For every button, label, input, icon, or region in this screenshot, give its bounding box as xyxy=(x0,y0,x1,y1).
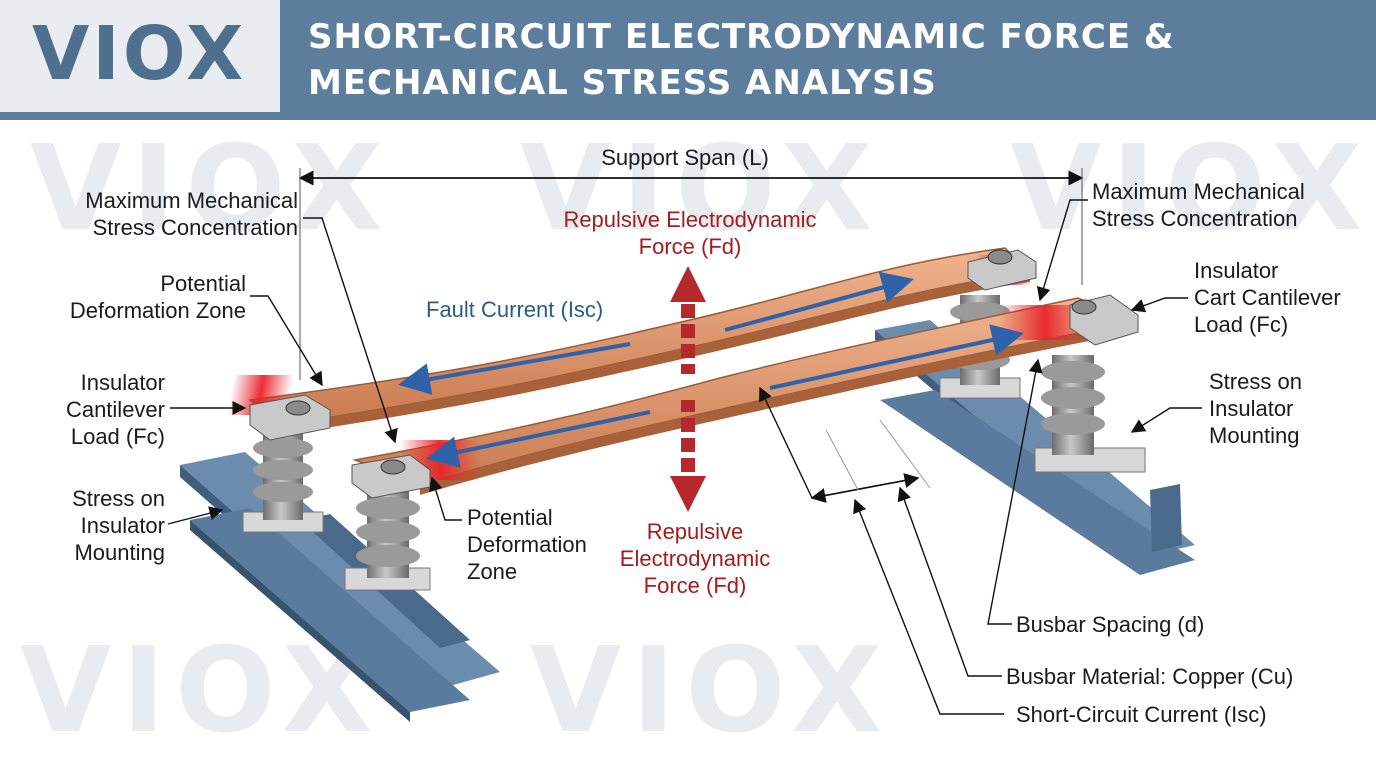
logo-panel: VIOX xyxy=(0,0,280,112)
header-bar: VIOX SHORT-CIRCUIT ELECTRODYNAMIC FORCE … xyxy=(0,0,1376,120)
busbar-spacing-label: Busbar Spacing (d) xyxy=(1016,612,1205,637)
page-title: SHORT-CIRCUIT ELECTRODYNAMIC FORCE & MEC… xyxy=(308,14,1358,106)
force-arrow-up-icon xyxy=(670,266,706,374)
insulator-front-right xyxy=(1034,355,1146,473)
end-plate-back-right xyxy=(967,249,1037,291)
insulator-front-middle xyxy=(344,490,431,591)
support-span-dimension xyxy=(298,168,1084,380)
logo: VIOX xyxy=(32,11,247,97)
end-plate-left xyxy=(249,394,331,441)
short-circuit-current-label: Short-Circuit Current (Isc) xyxy=(1016,702,1267,727)
busbar-spacing-dimension xyxy=(810,419,931,503)
support-span-label: Support Span (L) xyxy=(601,145,769,170)
leader-lines xyxy=(167,199,1202,715)
end-plate-front-right xyxy=(1069,294,1139,346)
steel-beam-left xyxy=(180,452,500,722)
fault-current-label: Fault Current (Isc) xyxy=(426,297,604,322)
current-arrow-icon xyxy=(398,271,1024,468)
title-line-2: MECHANICAL STRESS ANALYSIS xyxy=(308,63,937,103)
title-line-1: SHORT-CIRCUIT ELECTRODYNAMIC FORCE & xyxy=(308,17,1175,57)
insulator-front-left xyxy=(242,430,324,533)
busbar-material-label: Busbar Material: Copper (Cu) xyxy=(1006,664,1294,689)
force-arrow-down-icon xyxy=(670,400,706,512)
